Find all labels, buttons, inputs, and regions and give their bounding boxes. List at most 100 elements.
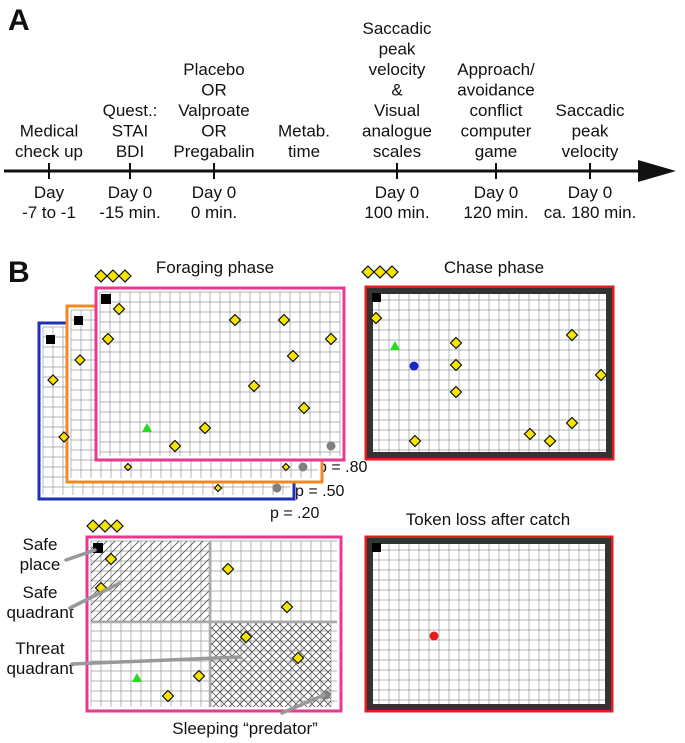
token-diamond-icon [280, 600, 294, 614]
event-time-line: -15 min. [99, 203, 160, 222]
event-time-line: Day 0 [568, 183, 612, 202]
event-label-line: check up [15, 142, 83, 161]
token-diamond-icon [239, 630, 253, 644]
event-time-line: 100 min. [364, 203, 429, 222]
predator-circle-icon [272, 483, 282, 493]
safe-quadrant-area [91, 541, 210, 622]
token-diamond-icon [198, 421, 212, 435]
event-label-line: Saccadic [556, 101, 625, 120]
event-label-line: Visual [374, 101, 420, 120]
token-diamond-icon [247, 379, 261, 393]
event-label-line: & [391, 81, 403, 100]
token-counter-icon [361, 265, 375, 279]
event-label-line: Metab. [278, 122, 330, 141]
token-diamond-icon [277, 313, 291, 327]
token-diamond-icon [213, 483, 223, 493]
token-counter-icon [385, 265, 399, 279]
token-counter-icon [118, 269, 132, 283]
token-diamond-icon [408, 434, 422, 448]
token-diamond-icon [112, 302, 126, 316]
event-label-line: avoidance [457, 81, 535, 100]
probability-low: p = .20 [270, 505, 319, 522]
token-diamond-icon [291, 651, 305, 665]
grid-frame [364, 285, 615, 461]
panel-b-label: B [8, 256, 30, 289]
event-time-line: Day 0 [108, 183, 152, 202]
threat-quadrant-label-line1: Threat [15, 639, 64, 658]
event-label-line: Valproate [178, 101, 250, 120]
event-time-line: -7 to -1 [22, 203, 76, 222]
event-time-line: Day 0 [375, 183, 419, 202]
safe-place-label-line1: Safe [23, 535, 58, 554]
event-label-line: scales [373, 142, 421, 161]
event-label-line: peak [379, 40, 416, 59]
token-diamond-icon [523, 427, 537, 441]
predator-annotation-label: Sleeping “predator” [172, 719, 318, 738]
token-diamond-icon [58, 431, 70, 443]
chase-phase-title: Chase phase [444, 258, 544, 277]
event-time-line: Day 0 [474, 183, 518, 202]
event-time-line: Day [34, 183, 65, 202]
token-counter-icon [94, 269, 108, 283]
event-label-line: OR [201, 81, 227, 100]
player-triangle-icon [142, 423, 152, 432]
threat-quadrant-label-line2: quadrant [6, 659, 73, 678]
safe-place-label-line2: place [20, 555, 61, 574]
token-diamond-icon [47, 374, 59, 386]
annotation-pointer [280, 693, 326, 715]
timeline-event: Metab.time [278, 122, 330, 162]
safe-place-square-icon [74, 316, 83, 325]
predator-circle-icon [409, 361, 419, 371]
annotation-threat-quadrant: Threat quadrant [6, 639, 73, 678]
token-diamond-icon [369, 311, 383, 325]
annotation-pointer [68, 581, 122, 610]
safe-place-square-icon [101, 294, 111, 304]
event-label-line: STAI [112, 122, 149, 141]
token-counter-icon [106, 269, 120, 283]
token-counter-icon [110, 519, 124, 533]
token-diamond-icon [324, 332, 338, 346]
event-label-line: Approach/ [457, 60, 535, 79]
predator-circle-icon [429, 631, 439, 641]
safe-quadrant-label-line1: Safe [23, 583, 58, 602]
panel-a-label: A [8, 4, 30, 37]
token-loss-grid [364, 535, 614, 713]
token-diamond-icon [228, 313, 242, 327]
safe-place-square-icon [372, 543, 381, 552]
event-label-line: velocity [369, 60, 426, 79]
event-time-line: Day 0 [192, 183, 236, 202]
token-diamond-icon [297, 401, 311, 415]
event-label-line: computer [461, 122, 532, 141]
token-diamond-icon [74, 354, 86, 366]
threat-quadrant-area [210, 622, 331, 707]
annotation-safe-place: Safe place [20, 535, 61, 574]
annotation-pointer [70, 655, 242, 666]
event-label-line: Saccadic [363, 19, 432, 38]
probability-mid: p = .50 [295, 483, 344, 500]
token-counter-icon [373, 265, 387, 279]
annotation-safe-quadrant: Safe quadrant [6, 583, 73, 622]
event-label-line: analogue [362, 122, 432, 141]
token-counter-icon [98, 519, 112, 533]
timeline-event: Approach/avoidanceconflictcomputergameDa… [457, 60, 535, 222]
event-time-line: 120 min. [463, 203, 528, 222]
event-label-line: time [288, 142, 320, 161]
event-label-line: Pregabalin [173, 142, 254, 161]
foraging-grid-high-threat [94, 286, 346, 462]
token-diamond-icon [123, 462, 133, 472]
token-diamond-icon [449, 385, 463, 399]
event-label-line: BDI [116, 142, 144, 161]
probability-high: p = .80 [318, 459, 367, 476]
token-diamond-icon [543, 434, 557, 448]
event-label-line: Medical [20, 122, 79, 141]
annotation-pointer [64, 548, 97, 562]
token-diamond-icon [565, 416, 579, 430]
token-diamond-icon [101, 332, 115, 346]
